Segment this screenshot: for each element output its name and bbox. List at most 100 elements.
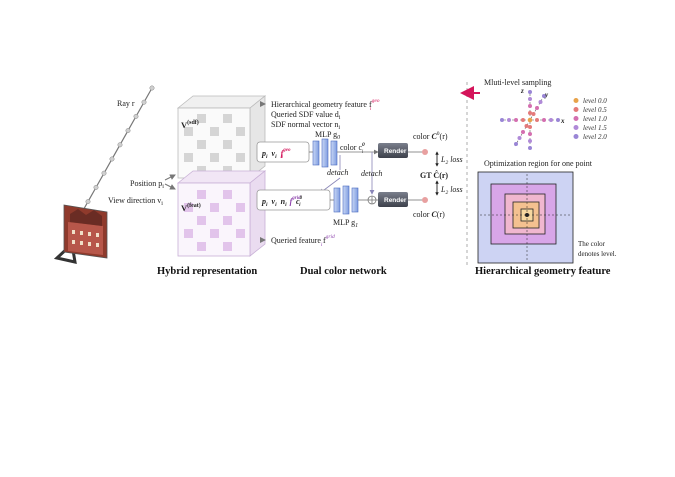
grid-voxel <box>236 203 245 212</box>
sample-dot-y <box>524 124 529 128</box>
ray-sample-point <box>133 113 139 119</box>
sample-dot-x <box>535 118 539 122</box>
sample-dot-y <box>521 130 525 134</box>
sample-dot-z <box>528 139 532 143</box>
multi-level-sampling-title: Mluti-level sampling <box>484 78 551 87</box>
grid-voxel <box>210 153 219 162</box>
render-button-1 <box>378 143 408 158</box>
grid-voxel <box>210 203 219 212</box>
feat-arrow <box>260 237 266 243</box>
gt-label: GT Ĉ(r) <box>420 170 448 180</box>
detach-label-1: detach <box>327 168 348 177</box>
color-C-label: color C(r) <box>413 210 445 219</box>
sample-dot-y <box>514 142 518 146</box>
grid-voxel <box>197 166 206 175</box>
grid-voxel <box>236 153 245 162</box>
grid-voxel <box>184 229 193 238</box>
sample-dot-z <box>528 146 532 150</box>
l2-loss-1: L2 loss <box>440 155 463 166</box>
queried-sdf-label: Queried SDF value di <box>271 110 341 121</box>
grid-voxel <box>197 242 206 251</box>
legend-label: level 0.0 <box>583 97 607 105</box>
color-note-line1: The color <box>578 240 606 248</box>
sum-node <box>367 195 377 205</box>
grid-voxel <box>223 242 232 251</box>
grid-voxel <box>236 127 245 136</box>
color-c0-label: color c0i <box>340 142 365 155</box>
pixel-color-c0 <box>422 149 428 155</box>
ray-label: Ray r <box>117 99 135 108</box>
legend-swatch <box>573 116 579 121</box>
caption-hybrid: Hybrid representation <box>157 266 257 277</box>
grid-voxel <box>197 114 206 123</box>
sample-dot-x <box>507 118 511 122</box>
ray-sample-point <box>109 156 115 162</box>
sdf-grid-cube <box>176 95 267 179</box>
axis-y-label: y <box>544 91 549 99</box>
position-label: Position pi <box>130 179 164 190</box>
grid-voxel <box>223 140 232 149</box>
grid-voxel <box>210 229 219 238</box>
sample-dot-z <box>528 97 532 101</box>
render-button-2 <box>378 192 408 207</box>
grid-voxel <box>210 127 219 136</box>
mlp1-label: MLP g1 <box>333 218 358 229</box>
sample-dot-y <box>535 106 539 110</box>
sample-dot-z <box>528 104 532 108</box>
ray-sample-point <box>101 170 107 176</box>
grid-voxel <box>184 127 193 136</box>
sdf-normal-label: SDF normal vector ni <box>271 120 340 131</box>
mlp0-label: MLP g0 <box>315 130 340 141</box>
grid-voxel <box>223 190 232 199</box>
sample-dot-center <box>527 117 533 123</box>
ray-sample-point <box>149 85 155 91</box>
svg-text:Render: Render <box>384 197 407 204</box>
svg-text:Render: Render <box>384 148 407 155</box>
ray-sample-point <box>125 128 131 134</box>
sample-dot-x <box>514 118 518 122</box>
image-plane <box>63 204 108 259</box>
position-arrows <box>164 174 176 190</box>
grid-voxel <box>223 166 232 175</box>
v-sdf-label: V(sdf) <box>181 119 199 130</box>
ray-sample-point <box>141 99 147 105</box>
optimization-region <box>477 171 574 264</box>
axis-x-label: x <box>560 117 565 125</box>
grid-voxel <box>184 203 193 212</box>
legend-swatch <box>573 125 579 130</box>
sample-dot-y <box>531 112 536 116</box>
legend-label: level 2.0 <box>583 133 607 141</box>
sample-dot-x <box>549 118 553 122</box>
sample-dot-x <box>556 118 560 122</box>
axes-plot <box>500 90 560 150</box>
sample-dot-x <box>521 118 525 122</box>
legend-label: level 0.5 <box>583 106 607 114</box>
sample-dot-z <box>528 132 532 136</box>
l2-loss-2: L2 loss <box>440 185 463 196</box>
grid-voxel <box>184 153 193 162</box>
axis-z-label: z <box>520 87 524 95</box>
color-note-line2: denotes level. <box>578 250 617 258</box>
mlp1-block <box>333 185 359 215</box>
grid-voxel <box>197 216 206 225</box>
grid-voxel <box>223 216 232 225</box>
optimization-region-title: Optimization region for one point <box>484 159 593 168</box>
detach-label-2: detach <box>361 169 382 178</box>
legend-swatch <box>573 107 579 112</box>
sample-dot-y <box>542 94 546 98</box>
sample-dot-y <box>538 100 543 104</box>
v-feat-label: V(feat) <box>181 202 201 213</box>
sample-dot-y <box>517 136 522 140</box>
feat-grid-cube <box>176 170 267 257</box>
caption-hier: Hierarchical geometry feature <box>475 266 611 277</box>
sample-dot-x <box>500 118 504 122</box>
legend-label: level 1.5 <box>583 124 607 132</box>
grid-voxel <box>197 190 206 199</box>
sample-dot-z <box>528 90 532 94</box>
